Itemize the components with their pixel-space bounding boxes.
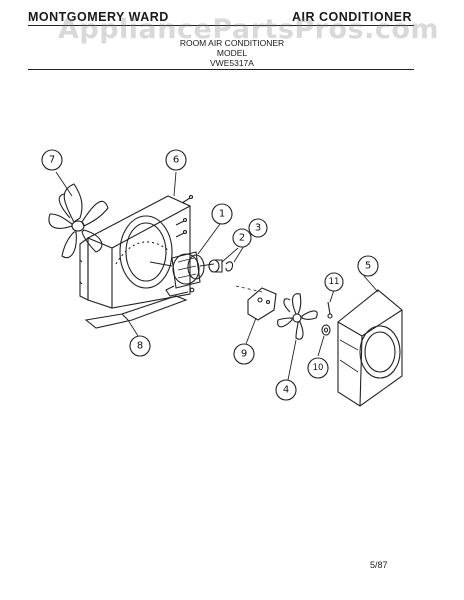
part-5-condenser-shroud [337,289,403,407]
callout-9-label: 9 [241,349,247,360]
callout-7-circle [41,149,63,171]
part-3-clip [225,261,234,272]
watermark: AppliancePartsPros.com [58,14,440,45]
part-11-screw [327,301,333,319]
callout-1-label: 1 [219,209,225,220]
part-10-nut [321,324,331,336]
model-label: MODEL [216,48,248,58]
subtitle: ROOM AIR CONDITIONER [179,38,285,48]
callout-8-label: 8 [137,341,143,352]
part-2-collar [208,259,223,273]
part-6-fan-shroud [79,195,191,309]
header-underline [28,69,414,70]
callout-11-label: 11 [329,277,340,287]
callout-9-circle [233,343,255,365]
callout-5-circle [357,255,379,277]
brand-title: MONTGOMERY WARD [28,10,169,24]
callout-4-circle [275,379,297,401]
part-1-fan-motor [149,251,215,297]
callout-10-label: 10 [313,363,324,373]
callout-1-circle [211,203,233,225]
alignment-line [235,285,263,293]
callout-10-circle [307,357,329,379]
part-8-bracket [84,295,188,329]
callout-11-circle [324,272,344,292]
part-9-plate [247,287,277,321]
callout-3-label: 3 [255,223,261,234]
callout-6-circle [165,149,187,171]
callout-6-label: 6 [173,155,179,166]
callout-2-circle [232,228,252,248]
part-7-blower-wheel [48,183,109,259]
date-code: 5/87 [370,560,388,570]
model-number: VWE5317A [210,58,254,68]
callout-3-circle [248,218,268,238]
callout-8-circle [129,335,151,357]
callout-7-label: 7 [49,155,55,166]
category-title: AIR CONDITIONER [292,10,412,24]
callout-4-label: 4 [283,385,289,396]
callout-2-label: 2 [239,233,245,244]
header-rule [28,25,414,26]
callout-5-label: 5 [365,261,371,272]
part-4-fan-blade [277,293,318,340]
shroud-screws [79,194,194,285]
